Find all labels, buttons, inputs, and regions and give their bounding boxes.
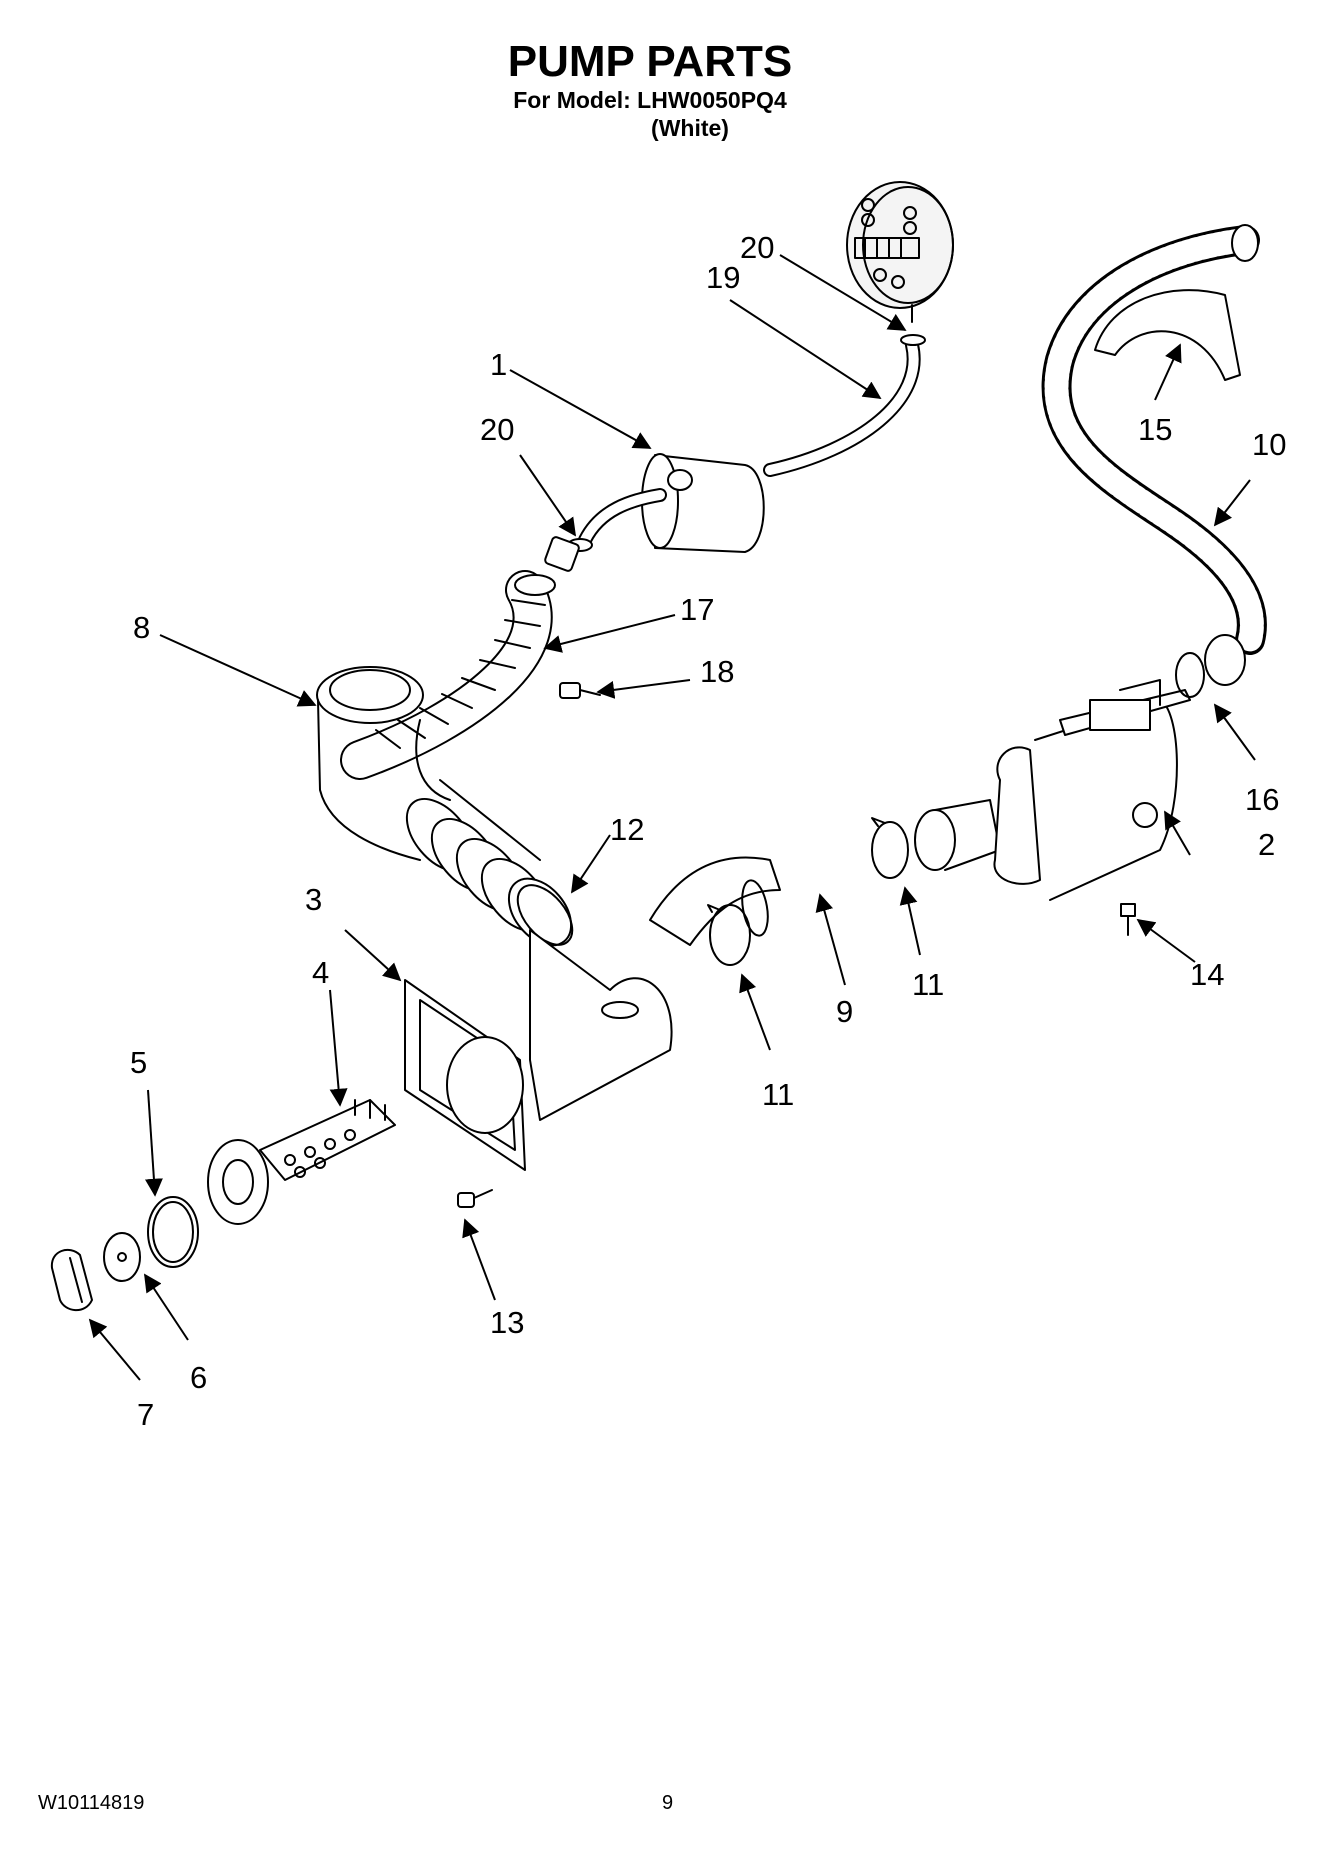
callout-2: 2 [1258, 827, 1275, 862]
callout-11-left: 11 [762, 1077, 794, 1112]
callout-13: 13 [490, 1305, 524, 1340]
screw-18-part [559, 682, 601, 699]
callout-3: 3 [305, 882, 322, 917]
hose-guide-part [340, 570, 556, 780]
drain-hose-part [1041, 224, 1267, 686]
callout-10: 10 [1252, 427, 1286, 462]
callout-14: 14 [1190, 957, 1224, 992]
page-title: PUMP PARTS [507, 37, 793, 86]
callout-11-right: 11 [912, 967, 944, 1002]
callout-9: 9 [836, 994, 853, 1029]
washer-part [103, 1232, 141, 1282]
callout-17: 17 [680, 592, 714, 627]
callout-16: 16 [1245, 782, 1279, 817]
callout-20-lower: 20 [480, 412, 514, 447]
clamp-12-part [516, 884, 574, 946]
hose-bracket-part [1094, 289, 1241, 381]
filter-cap-part [50, 1248, 93, 1312]
model-line: For Model: LHW0050PQ4 [513, 87, 787, 113]
clamp-11-right-part [871, 821, 909, 879]
callout-5: 5 [130, 1045, 147, 1080]
callout-20-top: 20 [740, 230, 774, 265]
filter-cartridge-part [207, 1099, 396, 1225]
air-dome-part [578, 453, 765, 553]
page-number: 9 [662, 1792, 674, 1814]
callout-6: 6 [190, 1360, 207, 1395]
clamp-16-part [1175, 652, 1205, 698]
screw-14-part [1120, 903, 1136, 936]
variant-line: (White) [651, 115, 729, 141]
document-number: W10114819 [38, 1792, 145, 1814]
callout-15: 15 [1138, 412, 1172, 447]
callout-12: 12 [610, 812, 644, 847]
pressure-switch-part [846, 181, 954, 323]
callout-19: 19 [706, 260, 740, 295]
callout-18: 18 [700, 654, 734, 689]
callout-7: 7 [137, 1397, 154, 1432]
page-header: PUMP PARTS For Model: LHW0050PQ4 (White) [505, 38, 795, 142]
callout-4: 4 [312, 955, 329, 990]
clamp-11-left-part [709, 904, 751, 966]
callout-1: 1 [490, 347, 507, 382]
seal-ring-part [147, 1196, 199, 1268]
drain-pump-part [914, 679, 1191, 901]
callout-8: 8 [133, 610, 150, 645]
screw-13-part [457, 1189, 493, 1208]
sump-hose-part [316, 666, 573, 947]
pump-hose-part [649, 856, 781, 946]
filter-housing-part [404, 929, 673, 1171]
